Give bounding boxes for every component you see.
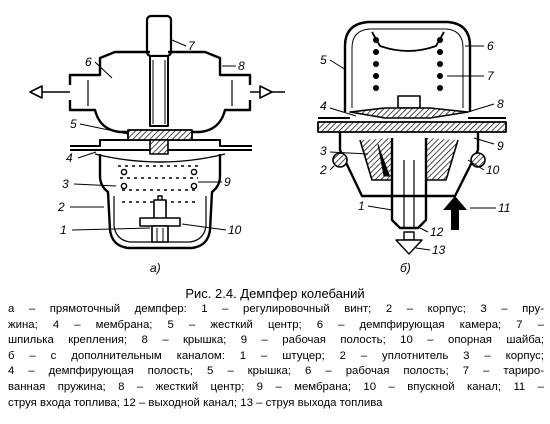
callout-labels-right: 5 6 7 4 8 9 3 2 10 1 11 12 13 б) [319,39,510,275]
callout-right-6: 6 [487,39,494,53]
caption-line: а – прямоточный демпфер: 1 – регулировоч… [8,303,544,315]
fuel-outlet-arrow [395,231,423,255]
callout-right-4: 4 [320,99,327,113]
callout-left-3: 3 [62,177,69,191]
right-cover [343,20,472,112]
sublabel-left: а) [150,261,161,275]
callout-right-9: 9 [497,139,504,153]
callout-left-5: 5 [70,117,77,131]
caption-line: 4 – демпфирующая полость; 5 – крышка; 6 … [8,365,544,378]
callout-right-7: 7 [487,69,495,83]
callout-right-8: 8 [497,97,504,111]
seals [332,152,486,168]
callout-left-8: 8 [238,59,245,73]
callout-left-6: 6 [85,55,92,69]
callout-right-2: 2 [319,163,327,177]
callout-right-3: 3 [320,144,327,158]
rigid-center [127,129,193,155]
callout-right-11: 11 [498,201,510,215]
caption-line: жина; 4 – мембрана; 5 – жесткий центр; 6… [8,318,544,331]
fitting [390,138,428,230]
mounting-stud [145,14,173,127]
callout-left-9: 9 [224,175,231,189]
right-housing [338,132,480,198]
callout-right-5: 5 [320,53,327,67]
callout-left-2: 2 [57,200,65,214]
callout-left-1: 1 [60,223,67,237]
caption-line: ванная пружина; 8 – жесткий центр; 9 – м… [8,380,544,393]
callout-right-13: 13 [432,243,446,257]
callout-leaders-right [329,45,496,251]
fuel-inlet-arrow [443,196,467,230]
callout-left-4: 4 [66,151,73,165]
sublabel-right: б) [400,261,411,275]
inner-cup [371,31,445,109]
spring [118,165,200,203]
adjusting-screw [139,195,181,243]
auxiliary-channel-damper-diagram [317,20,507,255]
callout-right-12: 12 [430,225,444,239]
callout-left-7: 7 [188,39,196,53]
outlet-arrow [29,85,70,99]
callout-leaders-left [70,39,236,231]
calibrated-spring [373,37,443,91]
callout-left-10: 10 [228,223,242,237]
caption-line: б – с дополнительным каналом: 1 – штуцер… [8,349,544,362]
right-rigid-center [349,107,469,119]
inlet-arrow [250,85,285,99]
callout-right-1: 1 [358,199,365,213]
caption-line: струя входа топлива; 12 – выходной канал… [8,396,383,409]
callout-right-10: 10 [486,163,500,177]
caption-line: шпилька крепления; 8 – крышка; 9 – рабоч… [8,334,544,347]
figure-caption: а – прямоточный демпфер: 1 – регулировоч… [8,302,544,411]
straight-through-damper-diagram [29,14,285,250]
figure-title: Рис. 2.4. Демпфер колебаний [185,286,365,301]
damper-figure: 7 6 8 5 4 3 9 2 1 10 а) [29,14,510,275]
callout-labels-left: 7 6 8 5 4 3 9 2 1 10 а) [57,39,245,275]
right-flange [317,117,507,133]
